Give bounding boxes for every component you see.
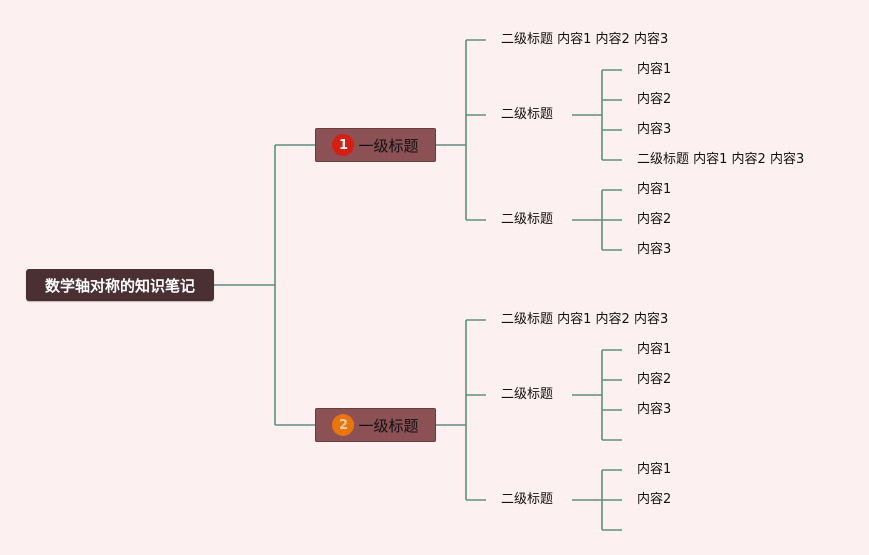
level3-topic[interactable]: 内容3 [637, 402, 672, 417]
level3-topic[interactable]: 内容2 [637, 492, 672, 507]
level1-topic-label: 一级标题 [358, 416, 419, 435]
level3-topic[interactable]: 内容1 [637, 182, 672, 197]
level2-topic[interactable]: 二级标题 [501, 492, 554, 507]
root-topic-label: 数学轴对称的知识笔记 [44, 276, 195, 295]
level3-topic[interactable]: 内容1 [637, 62, 672, 77]
level1-topic-1[interactable]: 1 一级标题 [315, 128, 436, 162]
root-topic[interactable]: 数学轴对称的知识笔记 [26, 269, 214, 301]
level3-topic[interactable]: 二级标题 内容1 内容2 内容3 [637, 152, 805, 167]
level2-topic[interactable]: 二级标题 [501, 107, 554, 122]
level1-topic-2[interactable]: 2 一级标题 [315, 408, 436, 442]
number-1-badge-icon: 1 [332, 134, 355, 156]
level3-topic[interactable]: 内容2 [637, 372, 672, 387]
level3-topic[interactable]: 内容3 [637, 122, 672, 137]
number-2-badge-icon: 2 [332, 414, 355, 436]
level2-topic[interactable]: 二级标题 内容1 内容2 内容3 [501, 32, 669, 47]
level3-topic[interactable]: 内容1 [637, 342, 672, 357]
level3-topic[interactable]: 内容1 [637, 462, 672, 477]
level2-topic[interactable]: 二级标题 内容1 内容2 内容3 [501, 312, 669, 327]
level2-topic[interactable]: 二级标题 [501, 387, 554, 402]
level3-topic[interactable]: 内容2 [637, 212, 672, 227]
level3-topic[interactable]: 内容2 [637, 92, 672, 107]
level3-topic[interactable]: 内容3 [637, 242, 672, 257]
level1-topic-label: 一级标题 [358, 136, 419, 155]
level2-topic[interactable]: 二级标题 [501, 212, 554, 227]
